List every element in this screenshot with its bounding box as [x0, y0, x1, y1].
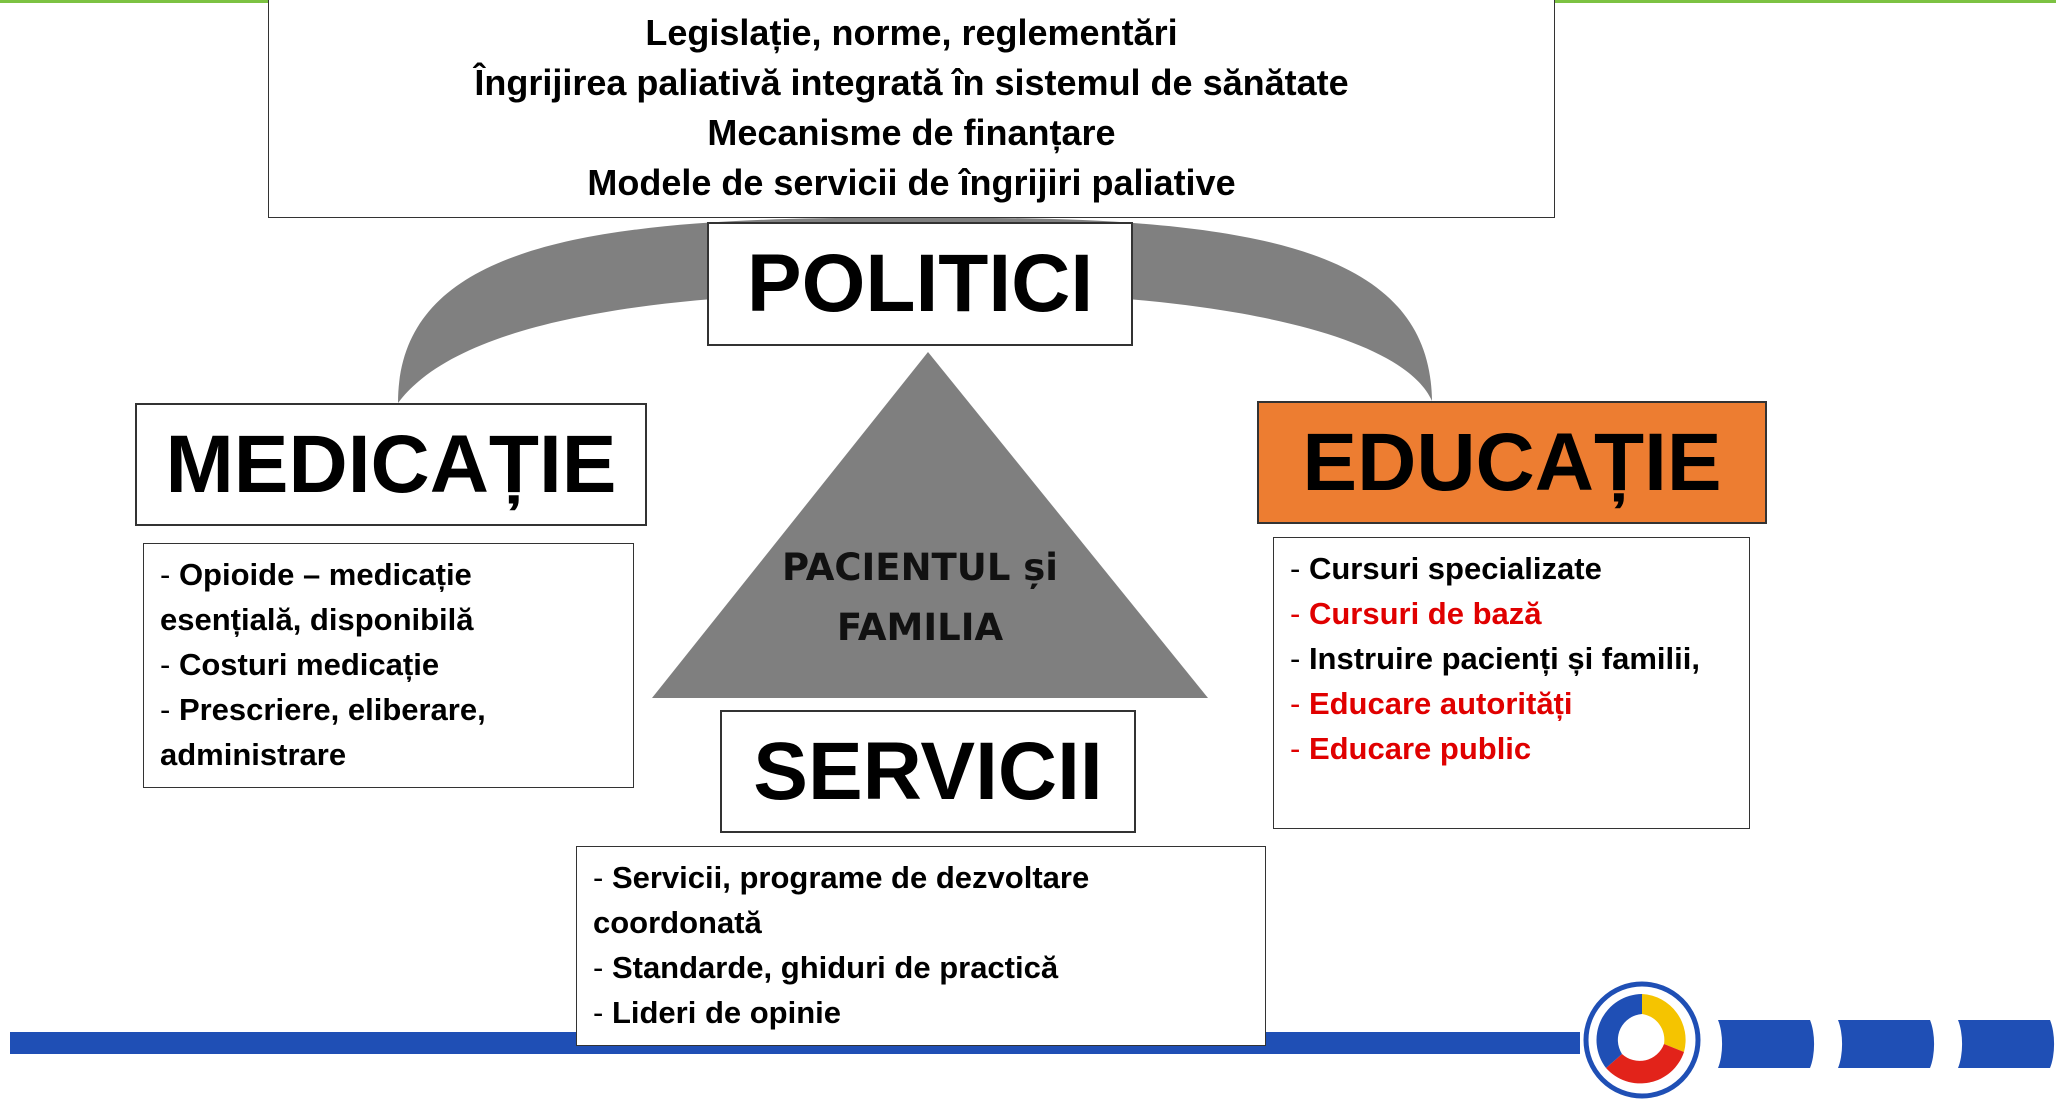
- politici-title: POLITICI: [707, 222, 1133, 346]
- list-item: - Instruire pacienți și familii,: [1290, 641, 1700, 676]
- servicii-list: - Servicii, programe de dezvoltare coord…: [576, 846, 1266, 1046]
- educatie-list: - Cursuri specializate - Cursuri de bază…: [1273, 537, 1750, 829]
- policy-line: Îngrijirea paliativă integrată în sistem…: [474, 62, 1349, 103]
- footer-pill-1: [1718, 1020, 1815, 1068]
- organization-logo-icon: [1583, 981, 1701, 1099]
- list-item: - Opioide – medicație esențială, disponi…: [160, 557, 474, 637]
- policy-line: Legislație, norme, reglementări: [645, 12, 1178, 53]
- medicatie-title: MEDICAȚIE: [135, 403, 647, 526]
- servicii-title: SERVICII: [720, 710, 1136, 833]
- center-label-line1: PACIENTUL și: [782, 546, 1058, 589]
- list-item: - Educare autorități: [1290, 686, 1573, 721]
- footer-pill-2: [1838, 1020, 1935, 1068]
- list-item: - Cursuri specializate: [1290, 551, 1602, 586]
- list-item: - Standarde, ghiduri de practică: [593, 950, 1059, 985]
- list-item: - Educare public: [1290, 731, 1532, 766]
- list-item: - Cursuri de bază: [1290, 596, 1542, 631]
- list-item: - Costuri medicație: [160, 647, 440, 682]
- policy-line: Mecanisme de finanțare: [707, 112, 1116, 153]
- center-triangle: [652, 352, 1208, 698]
- educatie-title: EDUCAȚIE: [1257, 401, 1767, 524]
- list-item: - Servicii, programe de dezvoltare coord…: [593, 860, 1090, 940]
- policy-line: Modele de servicii de îngrijiri paliativ…: [587, 162, 1236, 203]
- center-label-line2: FAMILIA: [836, 606, 1004, 649]
- policy-context-box: Legislație, norme, reglementări Îngrijir…: [268, 0, 1555, 218]
- footer-pill-3: [1958, 1020, 2055, 1068]
- list-item: - Lideri de opinie: [593, 995, 842, 1030]
- medicatie-list: - Opioide – medicație esențială, disponi…: [143, 543, 634, 788]
- list-item: - Prescriere, eliberare, administrare: [160, 692, 486, 772]
- center-label: PACIENTUL și FAMILIA: [740, 538, 1100, 658]
- connection-arc: [398, 217, 1432, 403]
